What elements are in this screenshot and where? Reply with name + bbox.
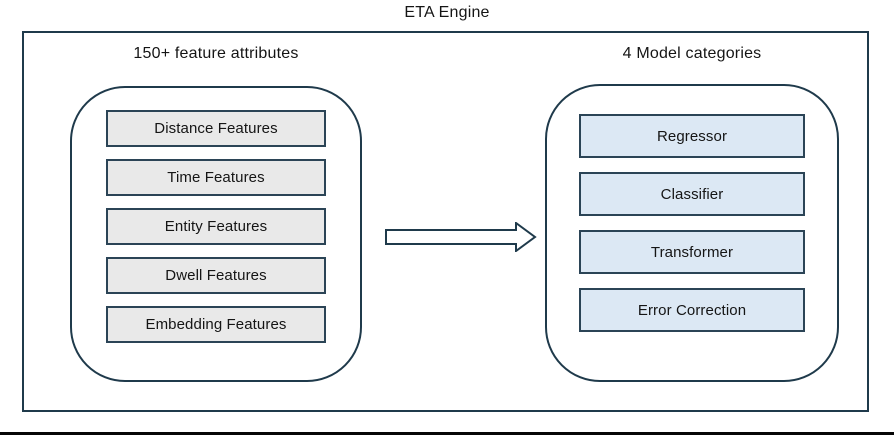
model-box-error-correction: Error Correction: [579, 288, 805, 332]
feature-box-embedding: Embedding Features: [106, 306, 326, 343]
bottom-divider: [0, 432, 894, 435]
diagram-title: ETA Engine: [404, 4, 490, 21]
feature-box-entity: Entity Features: [106, 208, 326, 245]
feature-box-dwell: Dwell Features: [106, 257, 326, 294]
feature-box-distance: Distance Features: [106, 110, 326, 147]
model-box-classifier: Classifier: [579, 172, 805, 216]
feature-box-time: Time Features: [106, 159, 326, 196]
feature-group: Distance Features Time Features Entity F…: [70, 86, 362, 382]
model-box-transformer: Transformer: [579, 230, 805, 274]
model-panel-label: 4 Model categories: [622, 45, 762, 62]
feature-panel-label: 150+ feature attributes: [133, 45, 299, 62]
right-arrow-icon: [385, 222, 537, 252]
eta-engine-container: 150+ feature attributes 4 Model categori…: [22, 31, 869, 412]
model-box-regressor: Regressor: [579, 114, 805, 158]
model-group: Regressor Classifier Transformer Error C…: [545, 84, 839, 382]
